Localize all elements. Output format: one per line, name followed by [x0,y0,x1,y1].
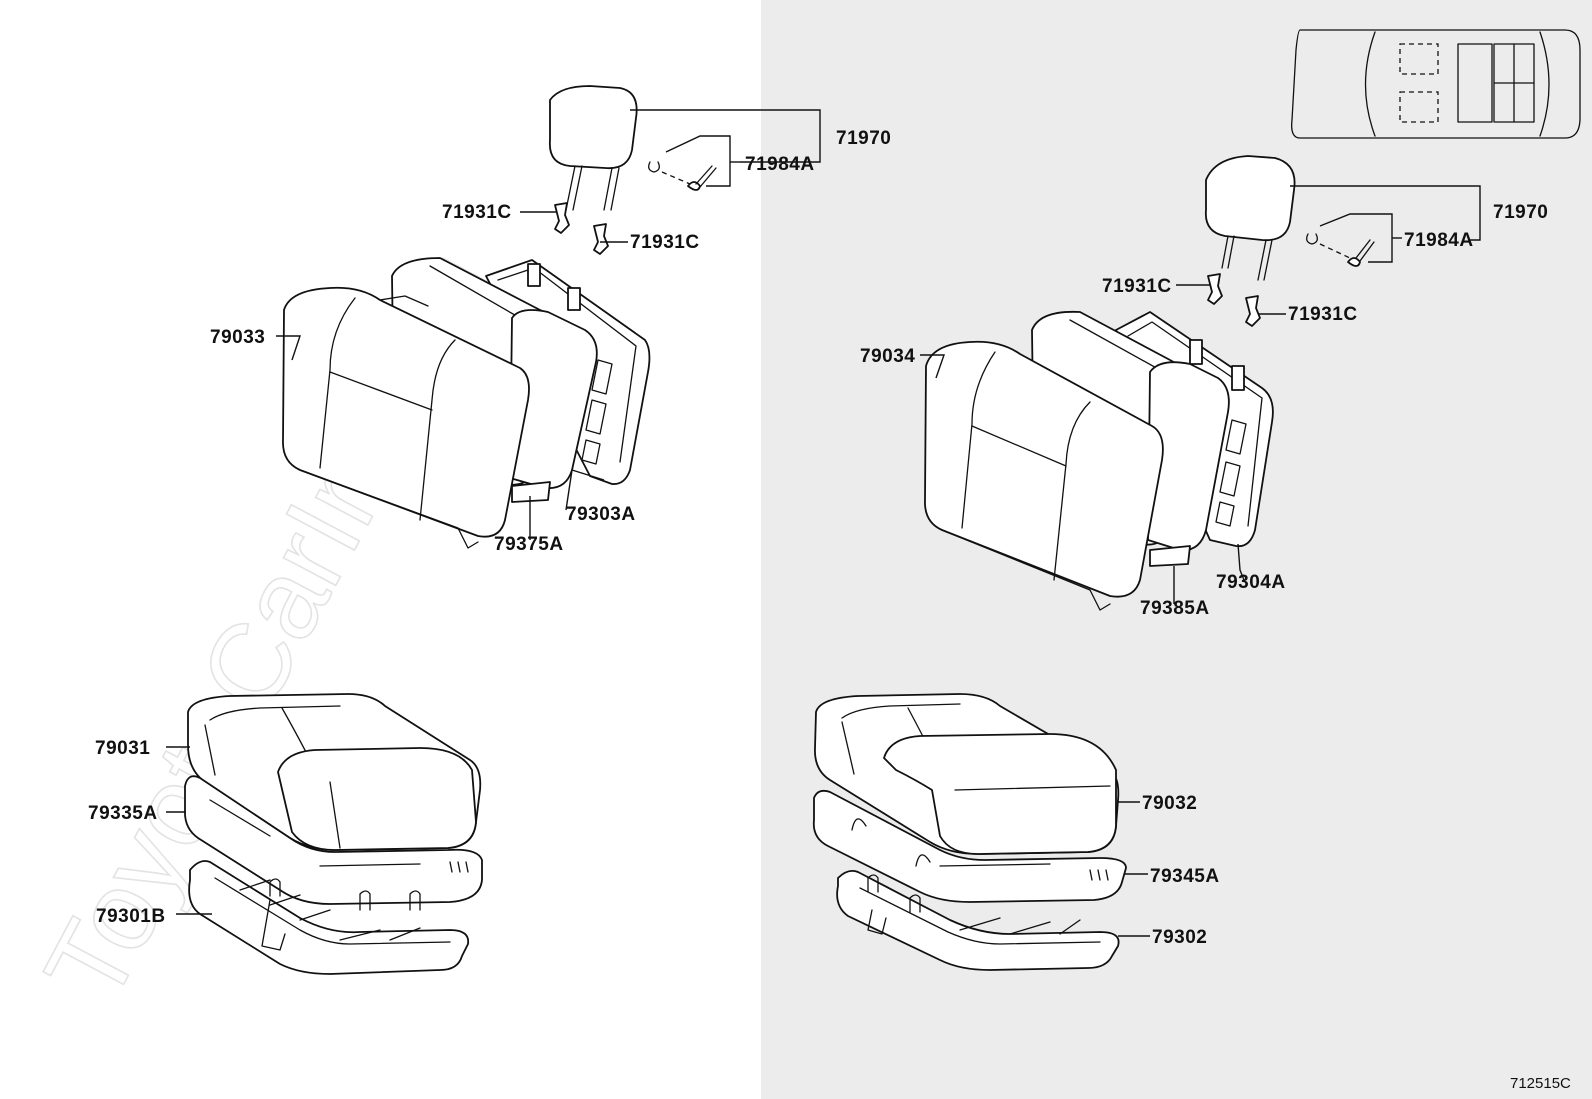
label-right-79034: 79034 [860,346,915,367]
leader-lines-right [920,185,1481,937]
left-seat-cushion-cover [187,693,482,851]
right-seat-cushion-cover [814,693,1120,855]
label-right-79345A: 79345A [1150,866,1220,887]
label-left-79303A: 79303A [566,504,636,525]
label-right-71970: 71970 [1493,202,1548,223]
label-right-71931C-1: 71931C [1102,276,1172,297]
label-left-79033: 79033 [210,327,265,348]
right-headrest [1204,155,1296,281]
left-guide-2 [593,223,609,255]
right-seat-cushion-pad [812,789,1127,903]
label-right-79304A: 79304A [1216,572,1286,593]
left-guide-1 [554,202,570,234]
leader-lines-left [166,109,821,915]
label-left-79031: 79031 [95,738,150,759]
label-left-79375A: 79375A [494,534,564,555]
label-left-79301B: 79301B [96,906,166,927]
left-seatback-assembly [282,257,651,549]
right-seatback-assembly [924,310,1274,611]
left-headrest [548,85,638,211]
label-right-71984A: 71984A [1404,230,1474,251]
label-right-79032: 79032 [1142,793,1197,814]
label-left-79335A: 79335A [88,803,158,824]
right-guide-2 [1245,295,1261,327]
right-guide-1 [1207,273,1223,305]
label-right-79302: 79302 [1152,927,1207,948]
label-left-71931C-2: 71931C [630,232,700,253]
diagram-code: 712515C [1510,1075,1571,1092]
label-right-71931C-2: 71931C [1288,304,1358,325]
label-left-71984A: 71984A [745,154,815,175]
left-seat-cushion-pad [184,775,483,905]
right-headrest-support-parts [1306,233,1375,267]
label-right-79385A: 79385A [1140,598,1210,619]
right-seat-cushion-frame [836,869,1120,971]
vehicle-locator-icon [1291,29,1581,139]
label-left-71970: 71970 [836,128,891,149]
label-left-71931C-1: 71931C [442,202,512,223]
left-headrest-support-parts [648,161,717,191]
